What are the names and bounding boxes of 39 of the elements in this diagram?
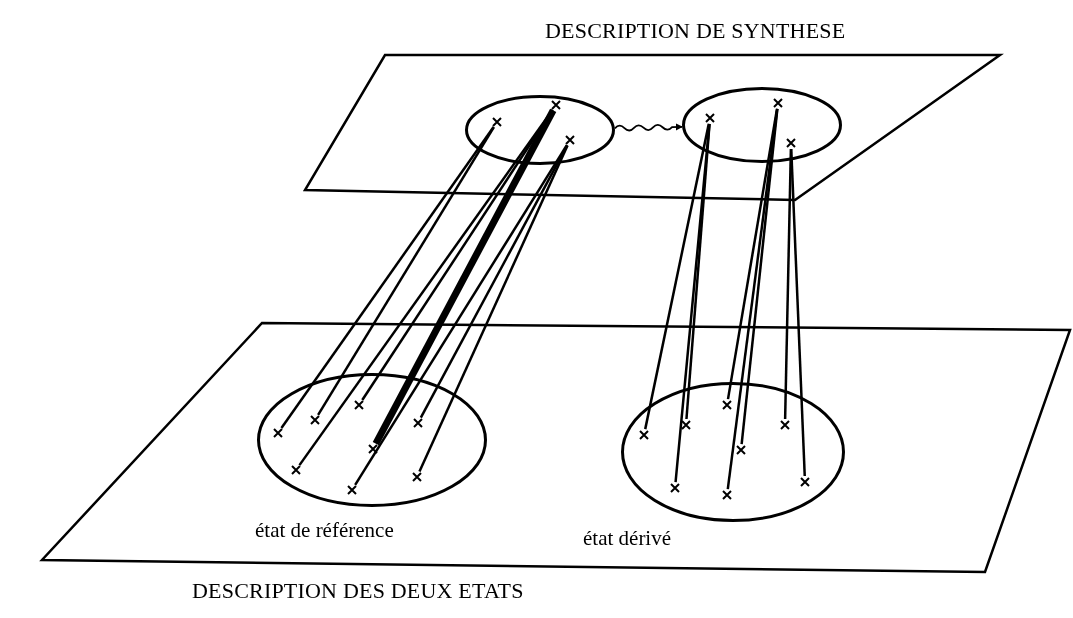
cross-mark [735, 444, 747, 456]
projection-line [354, 144, 568, 486]
projection-line [790, 148, 806, 477]
cross-mark [779, 419, 791, 431]
cross-mark [721, 489, 733, 501]
projection-line [317, 126, 495, 416]
cross-mark [309, 414, 321, 426]
cross-mark [680, 419, 692, 431]
cross-mark [638, 429, 650, 441]
projection-line [418, 144, 569, 473]
projection-line [740, 108, 779, 445]
cross-mark [785, 137, 797, 149]
cross-mark [564, 134, 576, 146]
cross-mark [346, 484, 358, 496]
cross-mark [412, 417, 424, 429]
projection-line [674, 123, 711, 483]
heading: DESCRIPTION DES DEUX ETATS [192, 578, 524, 604]
projection-line [726, 108, 779, 400]
cross-mark [669, 482, 681, 494]
projection-line [685, 123, 711, 420]
cross-mark [721, 399, 733, 411]
cross-mark [367, 443, 379, 455]
cross-mark [353, 399, 365, 411]
projection-line [280, 126, 495, 429]
cross-mark [772, 97, 784, 109]
cross-mark [799, 476, 811, 488]
cross-mark [290, 464, 302, 476]
region-label: état dérivé [583, 526, 672, 551]
projection-line [644, 123, 710, 430]
projection-line [372, 108, 557, 446]
cross-mark [491, 116, 503, 128]
heading: DESCRIPTION DE SYNTHESE [545, 18, 846, 44]
cross-mark [550, 99, 562, 111]
cross-mark [411, 471, 423, 483]
cross-mark [704, 112, 716, 124]
region-label: état de référence [255, 518, 394, 543]
cross-mark [272, 427, 284, 439]
wavy-arrow [614, 123, 683, 132]
projection-line [726, 108, 779, 490]
